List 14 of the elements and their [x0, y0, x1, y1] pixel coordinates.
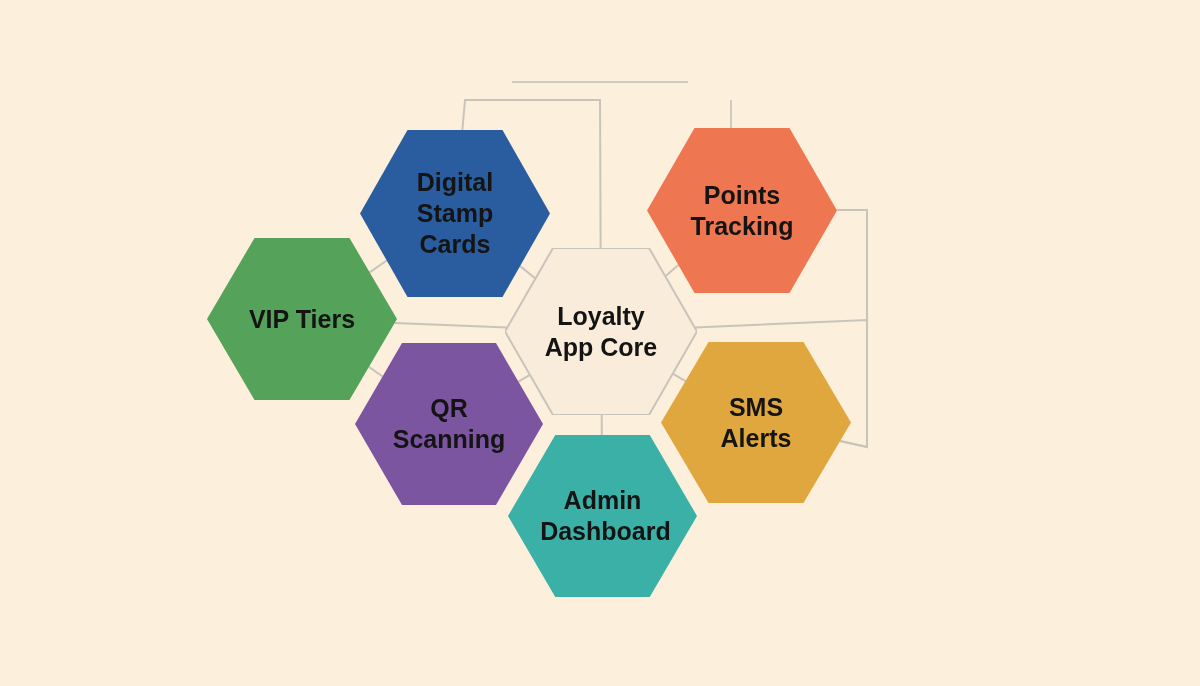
connector-line — [461, 99, 602, 249]
connector-line — [664, 264, 680, 278]
node-label: Points Tracking — [689, 179, 795, 242]
node-label: Digital Stamp Cards — [415, 167, 495, 260]
node-label: Loyalty App Core — [543, 300, 659, 363]
connector-line — [600, 414, 603, 436]
connector-line — [368, 259, 388, 274]
connector-line — [517, 373, 531, 383]
node-label: VIP Tiers — [247, 303, 357, 335]
connector-line — [519, 265, 537, 280]
node-label: QR Scanning — [391, 393, 507, 455]
node-label: SMS Alerts — [719, 391, 793, 454]
connector-line — [367, 365, 384, 378]
connector-line — [671, 372, 687, 383]
